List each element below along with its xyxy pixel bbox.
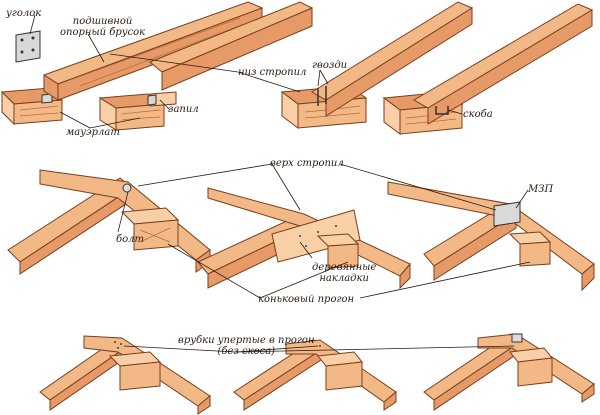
fig-support-staple xyxy=(382,3,594,135)
fig-notch-3 xyxy=(423,333,595,411)
row2-leaders xyxy=(117,163,531,299)
row1-leaders xyxy=(29,14,463,129)
row3-leaders xyxy=(123,345,515,353)
label-gvozdi: гвозди xyxy=(312,60,348,71)
label-mzp: МЗП xyxy=(528,184,554,195)
label-ugolok: уголок xyxy=(6,8,42,19)
fig-support-block-cut xyxy=(42,1,314,131)
fig-support-nails xyxy=(280,1,474,129)
label-niz-stropil: низ стропил xyxy=(238,67,307,78)
mzp-plate-icon xyxy=(493,201,521,227)
label-derevyannye-nakladki: деревянные накладки xyxy=(312,262,377,284)
label-mauerlat: мауэрлат xyxy=(66,127,120,138)
fig-ridge-wooden-overlays xyxy=(197,187,411,290)
label-skoba: скоба xyxy=(463,109,493,120)
fig-ridge-bolt xyxy=(7,169,211,275)
corner-bracket-icon xyxy=(15,30,41,63)
label-bolt: болт xyxy=(116,234,144,245)
label-vrubki: врубки упертые в прогон (без скоса) xyxy=(178,335,315,357)
label-verh-stropil: верх стропил xyxy=(270,158,344,169)
label-podshivnoy-brusok: подшивной опорный брусок xyxy=(60,16,146,38)
fig-notch-2 xyxy=(233,339,397,411)
fig-support-corner-bracket xyxy=(0,30,64,126)
label-zapil: запил xyxy=(168,104,199,115)
label-konkovy-progon: коньковый прогон xyxy=(258,294,355,305)
fig-ridge-mzp-plate xyxy=(387,181,595,292)
fig-notch-1 xyxy=(39,335,211,415)
